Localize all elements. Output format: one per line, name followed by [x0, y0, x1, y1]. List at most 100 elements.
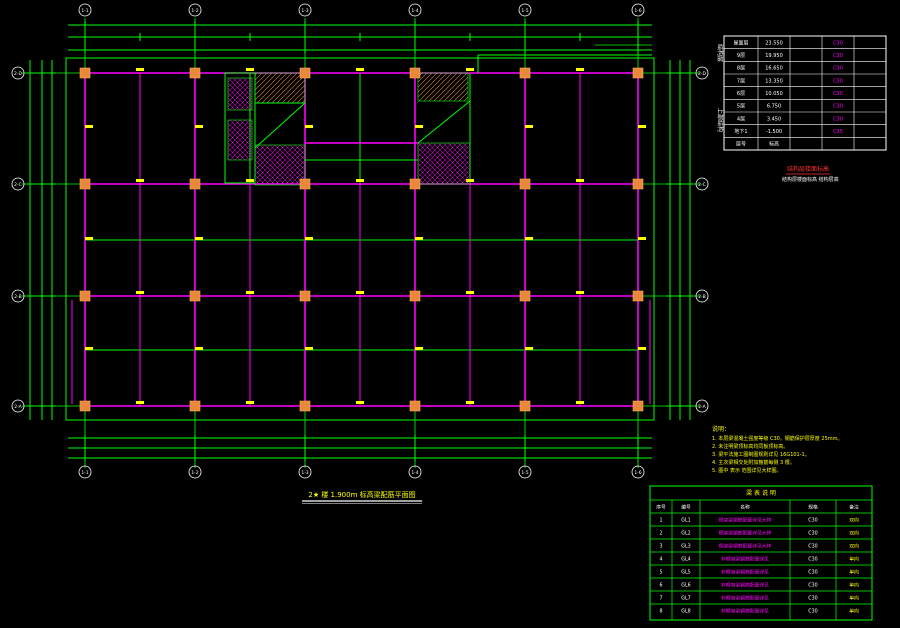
row-axis-bubble [11, 177, 25, 191]
beam-tag [305, 237, 313, 240]
note-line: 5. 图中 表示 范围详见大样图。 [712, 467, 782, 474]
row-axis-label: 2-C [698, 182, 706, 188]
note-line: 3. 梁平法施工图制图规则详见 16G101-1。 [712, 451, 810, 458]
schedule-cell: C30 [808, 583, 817, 589]
beam-tag [356, 68, 364, 71]
schedule-cell: 7 [659, 596, 662, 602]
beam-tag [525, 237, 533, 240]
floor-table-cell: C30 [833, 66, 843, 72]
beam-tag [246, 291, 254, 294]
schedule-cell: 8 [659, 609, 662, 615]
floor-table-cell: C30 [833, 53, 843, 59]
column [632, 178, 644, 190]
column [409, 178, 421, 190]
row-axis-bubble [11, 66, 25, 80]
floor-table-cell: 8层 [737, 66, 745, 72]
beam-tag [85, 347, 93, 350]
beam-tag [305, 125, 313, 128]
beam-tag [195, 347, 203, 350]
schedule-cell: 非框架梁钢筋配置详见 [721, 608, 769, 615]
schedule-cell: 2 [659, 531, 662, 537]
floor-table-side-label-2: 上部结构 [716, 108, 724, 132]
floor-table-side-label: 结构层 [716, 44, 724, 62]
schedule-cell: GL3 [681, 544, 690, 550]
column-axis-bubble [408, 465, 422, 479]
schedule-cell: 单向 [849, 556, 859, 563]
column [189, 400, 201, 412]
beam-tag [356, 179, 364, 182]
column [409, 400, 421, 412]
schedule-cell: 非框架梁钢筋配置详见 [721, 582, 769, 589]
floor-table-cell: 5层 [737, 104, 745, 110]
column-axis-label: 1-6 [634, 8, 641, 14]
floor-table-cell: 屋面层 [733, 40, 748, 46]
schedule-cell: 6 [659, 583, 662, 589]
beam-tag [136, 179, 144, 182]
column-axis-bubble [518, 465, 532, 479]
column [632, 290, 644, 302]
column-axis-bubble [78, 465, 92, 479]
schedule-cell: 非框架梁钢筋配置详见 [721, 569, 769, 576]
red-note-title: 结构层楼面标高 [787, 165, 829, 173]
axis-lines [22, 18, 700, 468]
beam-tag [525, 347, 533, 350]
edge-strips [71, 300, 651, 404]
schedule-cell: 5 [659, 570, 662, 576]
beam-tag [305, 347, 313, 350]
schedule-header-cell: 名称 [740, 504, 750, 511]
floor-table-cell: C30 [833, 116, 843, 122]
row-axis-bubble [695, 66, 709, 80]
row-axis-bubble [695, 289, 709, 303]
floor-table-cell: C30 [833, 78, 843, 84]
column [299, 290, 311, 302]
columns [79, 67, 644, 412]
beam-tag [415, 237, 423, 240]
schedule-header-cell: 编号 [681, 504, 691, 511]
note-line: 4. 主次梁相交处附加箍筋每侧 3 根。 [712, 459, 795, 466]
column [189, 67, 201, 79]
schedule-cell: 3 [659, 544, 662, 550]
beam-tag [576, 401, 584, 404]
floor-table-cell: 地下1 [734, 128, 747, 135]
column-axis-bubble [631, 465, 645, 479]
column-axis-bubble [631, 3, 645, 17]
beam-tag [415, 347, 423, 350]
schedule-cell: GL6 [681, 583, 690, 589]
row-axis-label: 2-B [698, 294, 705, 300]
schedule-title: 梁 表 说 明 [746, 489, 776, 497]
column-axis-label: 1-3 [301, 470, 308, 476]
schedule-cell: GL8 [681, 609, 690, 615]
beam-tag [638, 237, 646, 240]
floor-table-cell: 7层 [737, 78, 745, 84]
floor-table-cell: -1.500 [766, 129, 782, 135]
column-axis-label: 1-2 [191, 8, 198, 14]
schedule-cell: 双向 [849, 517, 859, 524]
beam-tag [466, 179, 474, 182]
floor-table-cell: 6.750 [767, 104, 781, 110]
secondary-beams [85, 73, 638, 406]
schedule-cell: 非框架梁钢筋配置详见 [721, 556, 769, 563]
column [632, 67, 644, 79]
floor-table-cell: 23.550 [765, 40, 783, 46]
schedule-cell: 单向 [849, 582, 859, 589]
beam-tag [136, 68, 144, 71]
beam-tag [246, 68, 254, 71]
row-axis-bubble [11, 399, 25, 413]
beam-tag [576, 291, 584, 294]
beam-tag [525, 125, 533, 128]
beam-tag [136, 291, 144, 294]
beam-tag [246, 179, 254, 182]
schedule-header-cell: 序号 [656, 504, 666, 511]
notes-heading: 说明： [712, 425, 730, 433]
beam-tag [195, 125, 203, 128]
beam-tag [466, 401, 474, 404]
beam-tag [195, 237, 203, 240]
general-notes: 说明： 1. 本层梁混凝土强度等级 C30，钢筋保护层厚度 25mm。2. 未注… [712, 425, 843, 474]
column [519, 67, 531, 79]
column-axis-label: 1-5 [521, 8, 528, 14]
schedule-cell: GL2 [681, 531, 690, 537]
beam-tag [136, 401, 144, 404]
